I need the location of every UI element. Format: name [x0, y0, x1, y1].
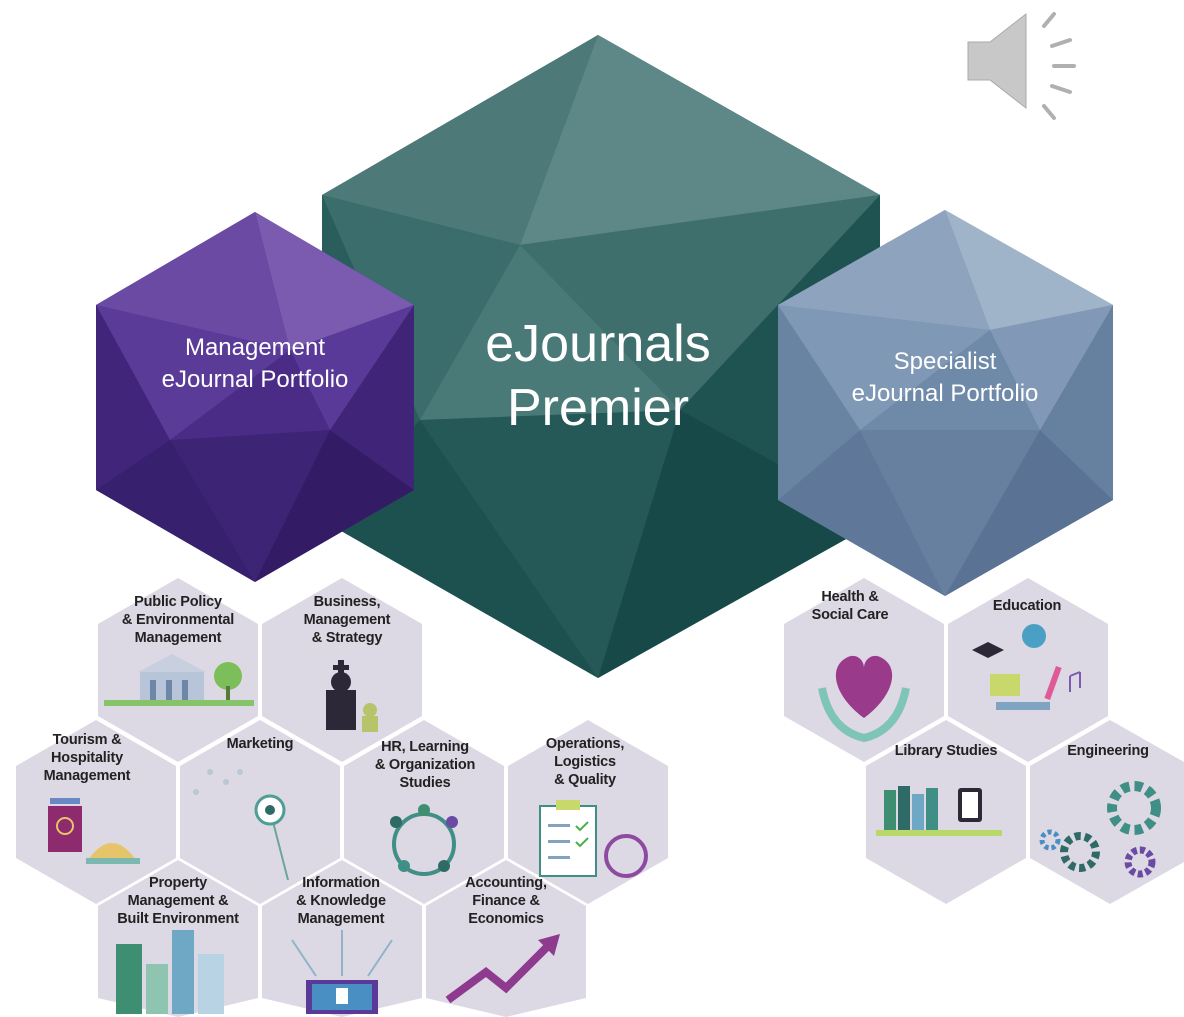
tile-hr[interactable] [344, 720, 504, 904]
tile-label-accounting: Accounting, Finance & Economics [465, 875, 547, 927]
gears-icon [1039, 781, 1161, 878]
tile-label-engineering: Engineering [1067, 743, 1149, 759]
rising-arrow-icon [445, 934, 560, 1004]
tile-library[interactable] [866, 720, 1026, 904]
education-items-icon [972, 624, 1081, 710]
tile-label-tourism: Tourism & Hospitality Management [43, 732, 131, 784]
government-building-icon [104, 654, 254, 706]
tile-operations[interactable] [508, 720, 668, 904]
passport-icon [48, 798, 140, 864]
tile-public-policy[interactable] [98, 578, 258, 762]
tile-label-property: Property Management & Built Environment [117, 875, 239, 927]
tile-marketing[interactable] [180, 720, 340, 904]
tile-label-education: Education [992, 598, 1062, 614]
specialist-tiles [784, 578, 1184, 904]
tile-label-hr: HR, Learning & Organization Studies [374, 739, 476, 791]
chess-king-icon [326, 660, 378, 732]
clipboard-checklist-icon [539, 800, 648, 878]
management-hexagon [96, 212, 414, 582]
heart-hands-icon [818, 655, 910, 743]
city-buildings-icon [116, 930, 224, 1014]
tile-business[interactable] [262, 578, 422, 762]
tile-health[interactable] [784, 578, 944, 762]
specialist-portfolio-title: Specialist eJournal Portfolio [851, 348, 1039, 407]
tile-accounting[interactable] [426, 860, 586, 1017]
laptop-network-icon [291, 930, 393, 1014]
tile-information[interactable] [262, 860, 422, 1017]
specialist-hexagon [778, 210, 1113, 596]
tile-label-marketing: Marketing [226, 736, 294, 752]
tile-label-operations: Operations, Logistics & Quality [545, 736, 625, 788]
speaker-icon[interactable] [967, 12, 1076, 120]
tile-label-library: Library Studies [894, 743, 998, 759]
tile-label-business: Business, Management & Strategy [303, 594, 391, 646]
management-tiles [16, 578, 668, 1017]
tile-label-information: Information & Knowledge Management [296, 875, 386, 927]
tile-label-health: Health & Social Care [811, 589, 889, 623]
tile-education[interactable] [948, 578, 1108, 762]
tile-label-public-policy: Public Policy & Environmental Management [121, 594, 235, 646]
dandelion-icon [193, 769, 289, 881]
tile-tourism[interactable] [16, 720, 176, 904]
tile-property[interactable] [98, 860, 258, 1017]
people-circle-icon [390, 804, 458, 876]
tile-engineering[interactable] [1030, 720, 1184, 904]
premier-title: eJournals Premier [485, 315, 711, 437]
management-portfolio-title: Management eJournal Portfolio [161, 334, 349, 393]
books-tablet-icon [876, 786, 1002, 836]
